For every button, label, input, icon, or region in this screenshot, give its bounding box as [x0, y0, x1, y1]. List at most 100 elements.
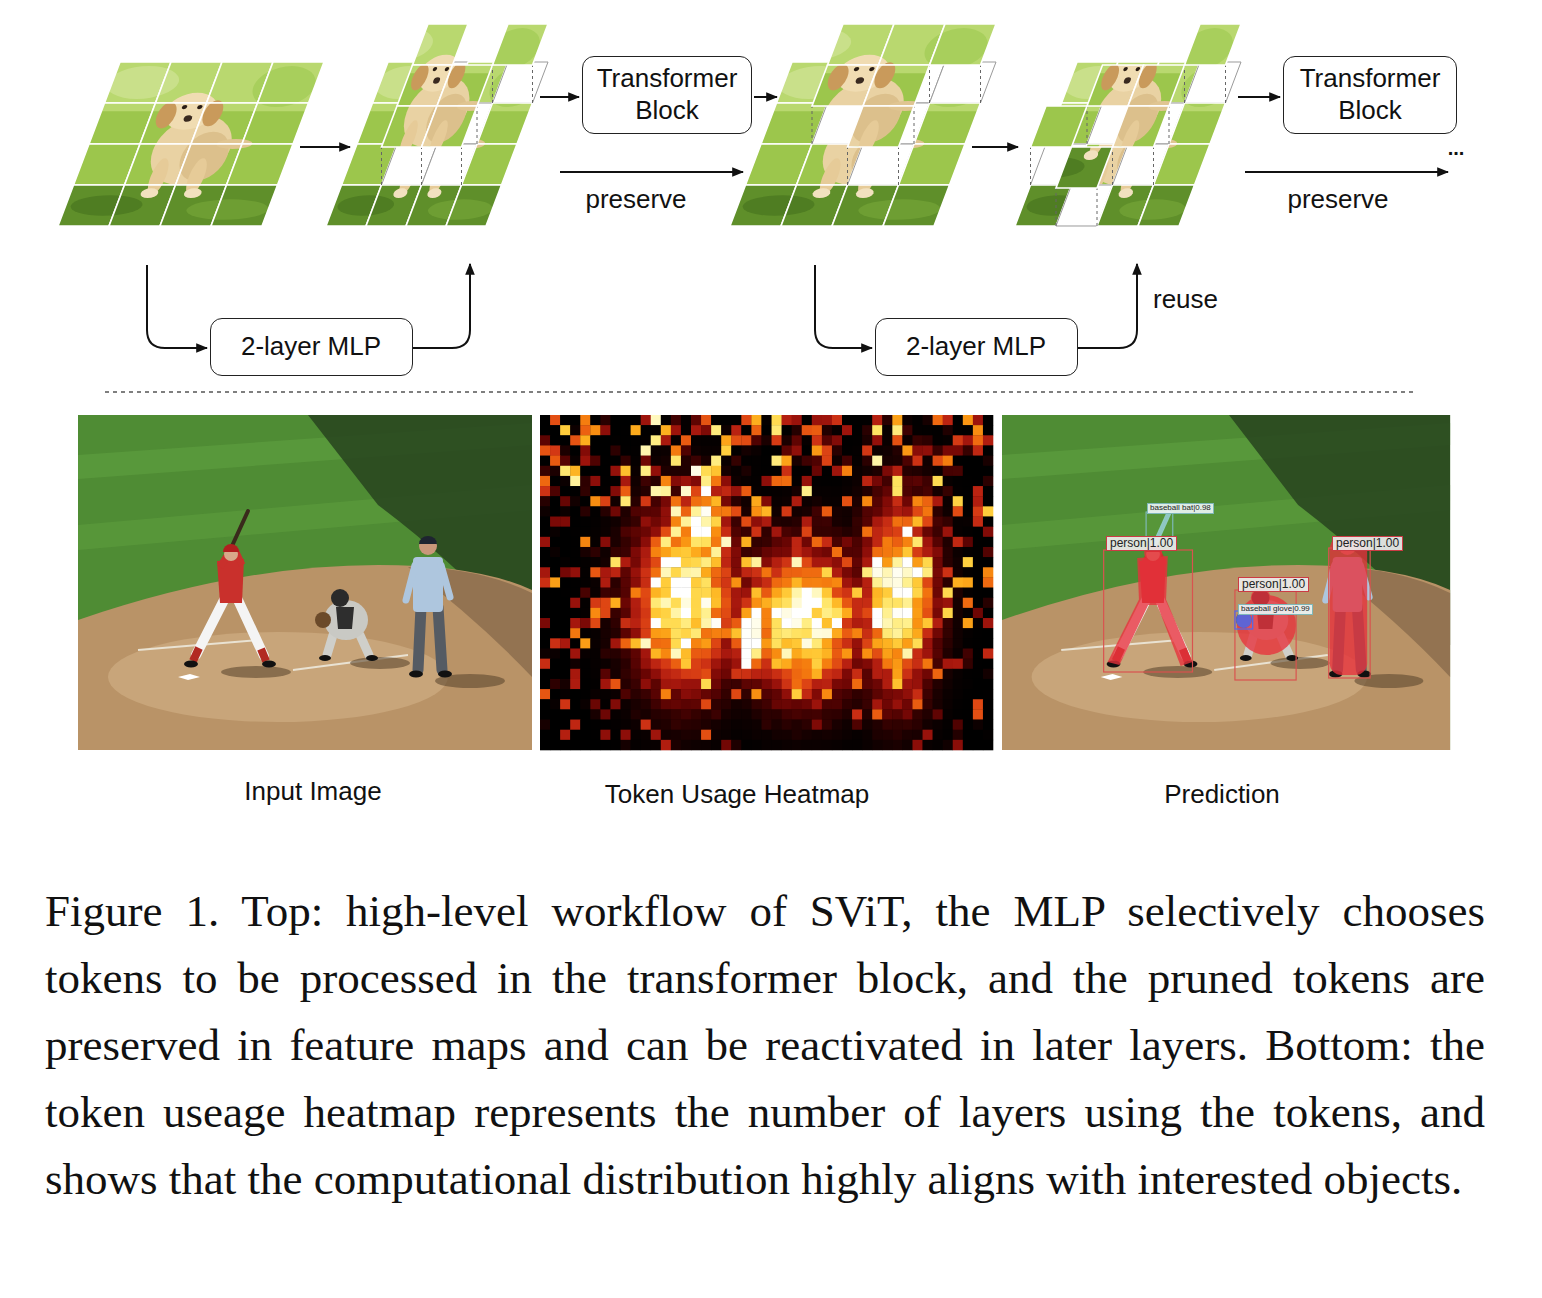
heatmap-cell	[822, 456, 832, 466]
image-token	[53, 62, 324, 226]
heatmap-cell	[782, 740, 792, 750]
image-token	[761, 103, 828, 144]
heatmap-cell	[842, 638, 852, 648]
heatmap-cell	[902, 496, 912, 506]
heatmap-cell	[892, 720, 902, 730]
heatmap-cell	[550, 557, 560, 567]
heatmap-cell	[681, 506, 691, 516]
heatmap-cell	[671, 435, 681, 445]
heatmap-cell	[761, 720, 771, 730]
heatmap-cell	[902, 628, 912, 638]
heatmap-cell	[842, 588, 852, 598]
heatmap-cell	[842, 740, 852, 750]
heatmap-cell	[661, 618, 671, 628]
heatmap-cell	[731, 435, 741, 445]
heatmap-cell	[550, 648, 560, 658]
heatmap-cell	[772, 659, 782, 669]
heatmap-cell	[792, 720, 802, 730]
heatmap-cell	[691, 486, 701, 496]
image-token	[437, 65, 493, 106]
heatmap-cell	[872, 547, 882, 557]
heatmap-cell	[661, 608, 671, 618]
heatmap-cell	[681, 557, 691, 567]
heatmap-cell	[701, 435, 711, 445]
heatmap-cell	[882, 689, 892, 699]
heatmap-cell	[792, 679, 802, 689]
heatmap-cell	[822, 608, 832, 618]
heatmap-cell	[701, 669, 711, 679]
heatmap-cell	[580, 588, 590, 598]
heatmap-cell	[621, 608, 631, 618]
heatmap-cell	[872, 567, 882, 577]
heatmap-cell	[943, 608, 953, 618]
heatmap-cell	[550, 709, 560, 719]
heatmap-cell	[882, 648, 892, 658]
heatmap-cell	[631, 527, 641, 537]
heatmap-cell	[731, 720, 741, 730]
heatmap-cell	[540, 517, 550, 527]
heatmap-cell	[923, 638, 933, 648]
image-token	[746, 144, 813, 185]
heatmap-cell	[842, 628, 852, 638]
heatmap-cell	[610, 648, 620, 658]
image-token	[1011, 24, 1241, 188]
heatmap-cell	[892, 435, 902, 445]
heatmap-cell	[772, 608, 782, 618]
lift-guide	[1030, 147, 1031, 185]
image-token	[58, 185, 125, 226]
heatmap-cell	[963, 588, 973, 598]
heatmap-cell	[761, 466, 771, 476]
heatmap-cell	[902, 527, 912, 537]
heatmap-cell	[681, 608, 691, 618]
heatmap-cell	[923, 588, 933, 598]
image-token	[446, 185, 502, 226]
heatmap-cell	[711, 659, 721, 669]
heatmap-cell	[923, 415, 933, 425]
heatmap-cell	[812, 517, 822, 527]
heatmap-cell	[923, 679, 933, 689]
heatmap-cell	[802, 638, 812, 648]
heatmap-cell	[590, 445, 600, 455]
heatmap-cell	[751, 547, 761, 557]
heatmap-cell	[691, 588, 701, 598]
heatmap-cell	[570, 638, 580, 648]
heatmap-cell	[741, 648, 751, 658]
heatmap-cell	[641, 598, 651, 608]
heatmap-cell	[621, 476, 631, 486]
heatmap-cell	[641, 466, 651, 476]
heatmap-cell	[741, 730, 751, 740]
heatmap-cell	[842, 527, 852, 537]
heatmap-cell	[741, 608, 751, 618]
heatmap-cell	[721, 557, 731, 567]
image-token	[53, 62, 324, 226]
image-token	[828, 24, 895, 65]
image-token	[53, 62, 324, 226]
heatmap-cell	[590, 588, 600, 598]
flow-arrow	[754, 96, 777, 98]
image-token	[211, 185, 278, 226]
heatmap-cell	[580, 659, 590, 669]
heatmap-cell	[973, 547, 983, 557]
heatmap-cell	[953, 445, 963, 455]
heatmap-cell	[570, 517, 580, 527]
heatmap-cell	[590, 730, 600, 740]
heatmap-cell	[651, 435, 661, 445]
heatmap-cell	[671, 486, 681, 496]
heatmap-cell	[842, 445, 852, 455]
heatmap-cell	[610, 679, 620, 689]
heatmap-cell	[540, 669, 550, 679]
heatmap-cell	[852, 445, 862, 455]
heatmap-cell	[862, 628, 872, 638]
heatmap-cell	[751, 517, 761, 527]
heatmap-cell	[590, 628, 600, 638]
heatmap-cell	[661, 547, 671, 557]
heatmap-cell	[933, 547, 943, 557]
heatmap-cell	[832, 709, 842, 719]
heatmap-cell	[691, 537, 701, 547]
heatmap-cell	[701, 628, 711, 638]
heatmap-cell	[711, 537, 721, 547]
heatmap-cell	[691, 659, 701, 669]
heatmap-cell	[852, 648, 862, 658]
image-token	[156, 62, 223, 103]
image-token	[413, 24, 469, 65]
